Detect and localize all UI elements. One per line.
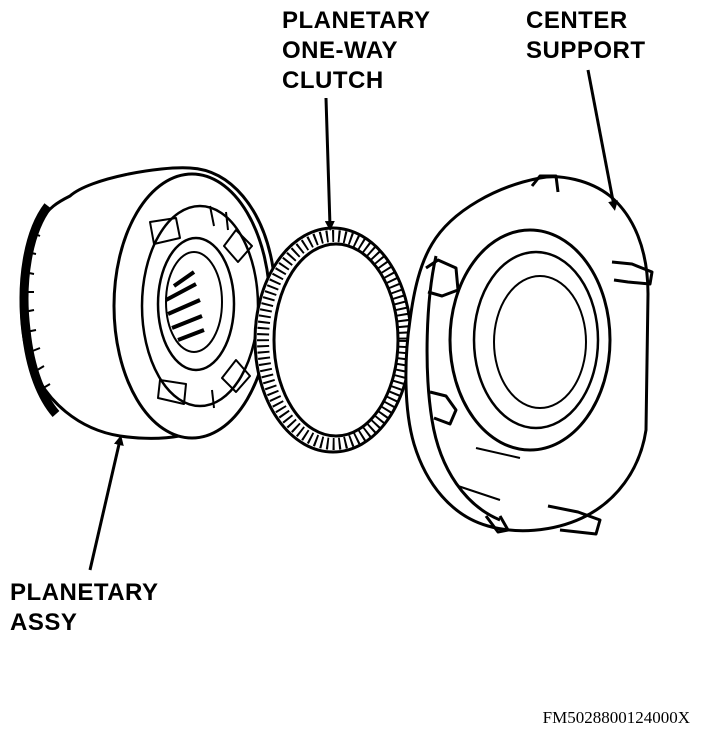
planetary-sun-bore-inner [165, 251, 223, 353]
support-callout-label: CENTER SUPPORT [526, 6, 646, 66]
planetary-label-line-1: PLANETARY [10, 579, 159, 606]
center-support [404, 174, 654, 536]
center-support-flange [425, 255, 501, 522]
clutch-inner-ring [272, 242, 400, 438]
clutch-leader-arrow [324, 97, 335, 231]
planetary-callout-label: PLANETARY ASSY [10, 578, 159, 638]
planetary-leader-arrow [88, 435, 124, 571]
clutch-label-line-2: ONE-WAY [282, 37, 398, 64]
center-support-bottom-notch [484, 515, 510, 534]
center-support-bottom-tab [547, 504, 602, 536]
clutch-callout-label: PLANETARY ONE-WAY CLUTCH [282, 6, 431, 96]
clutch-label-line-3: CLUTCH [282, 67, 384, 94]
center-support-left-lug-upper [425, 258, 460, 298]
planetary-label-line-2: ASSY [10, 609, 78, 636]
support-label-line-2: SUPPORT [526, 37, 646, 64]
planetary-front-face [112, 172, 272, 440]
planetary-rim-teeth [23, 231, 51, 391]
planetary-sun-gear-splines [165, 270, 205, 342]
planetary-carrier-slots [149, 205, 253, 409]
support-label-line-1: CENTER [526, 7, 628, 34]
support-leader-arrow [586, 69, 618, 211]
center-support-hub [493, 275, 587, 409]
center-support-left-lug-lower [429, 390, 458, 426]
clutch-label-line-1: PLANETARY [282, 7, 431, 34]
one-way-clutch [253, 226, 413, 454]
center-support-right-lug [611, 260, 654, 286]
clutch-sprag-band [257, 230, 411, 450]
figure-id: FM5028800124000X [542, 708, 690, 727]
leader-lines [88, 69, 618, 571]
center-support-bore [448, 228, 612, 452]
planetary-assembly [19, 166, 277, 440]
center-support-bore-inner [472, 250, 600, 430]
planetary-sun-bore [156, 236, 236, 372]
center-support-top-tab [530, 174, 560, 193]
